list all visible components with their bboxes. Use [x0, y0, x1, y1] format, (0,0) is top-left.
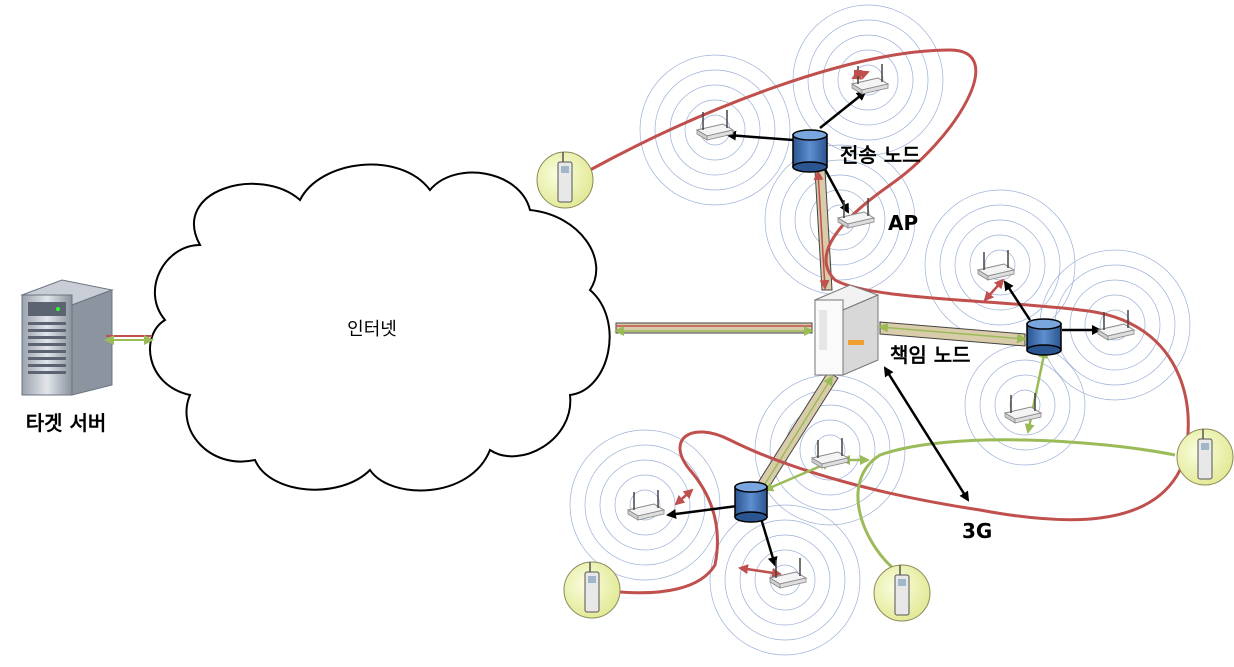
green-paths: [856, 438, 1176, 572]
ap-icon: [810, 438, 850, 469]
ripple-ap-far-right: [1039, 249, 1191, 401]
ap-icon: [836, 198, 876, 229]
red-paths: [589, 48, 1190, 595]
internet-cloud: 인터넷: [149, 163, 611, 492]
target-server-label: 타겟 서버: [26, 411, 107, 435]
ap-icon: [695, 110, 735, 141]
three-g-label: 3G: [962, 519, 992, 543]
ripple-ap-bottom-center: [754, 374, 906, 526]
internet-label: 인터넷: [347, 319, 397, 340]
target-server: 타겟 서버: [20, 279, 114, 435]
transmission-node: [792, 129, 828, 173]
responsible-node-label: 책임 노드: [890, 343, 971, 367]
ap-icon: [626, 490, 666, 521]
ap-icon: [850, 64, 890, 95]
right-node: [1026, 318, 1062, 356]
ripple-ap-top-left: [639, 54, 791, 206]
ap-icon: [1096, 310, 1136, 341]
ripple-ap-right-mid: [964, 344, 1086, 466]
access-points: [626, 64, 1136, 589]
phone-icon: [873, 564, 931, 622]
phone-icon: [563, 561, 621, 619]
bottom-node: [734, 481, 768, 523]
ap-icon: [1003, 393, 1043, 424]
transmission-node-label: 전송 노드: [840, 143, 921, 167]
ripple-ap-bottom: [709, 504, 861, 656]
phone-icon: [536, 151, 594, 209]
ap-icon: [768, 558, 808, 589]
responsible-node-tower: [813, 284, 880, 376]
ap-label: AP: [888, 211, 918, 235]
ap-icon: [976, 250, 1016, 281]
phone-icon: [1176, 428, 1234, 486]
ripple-ap-bottom-left: [569, 429, 721, 581]
